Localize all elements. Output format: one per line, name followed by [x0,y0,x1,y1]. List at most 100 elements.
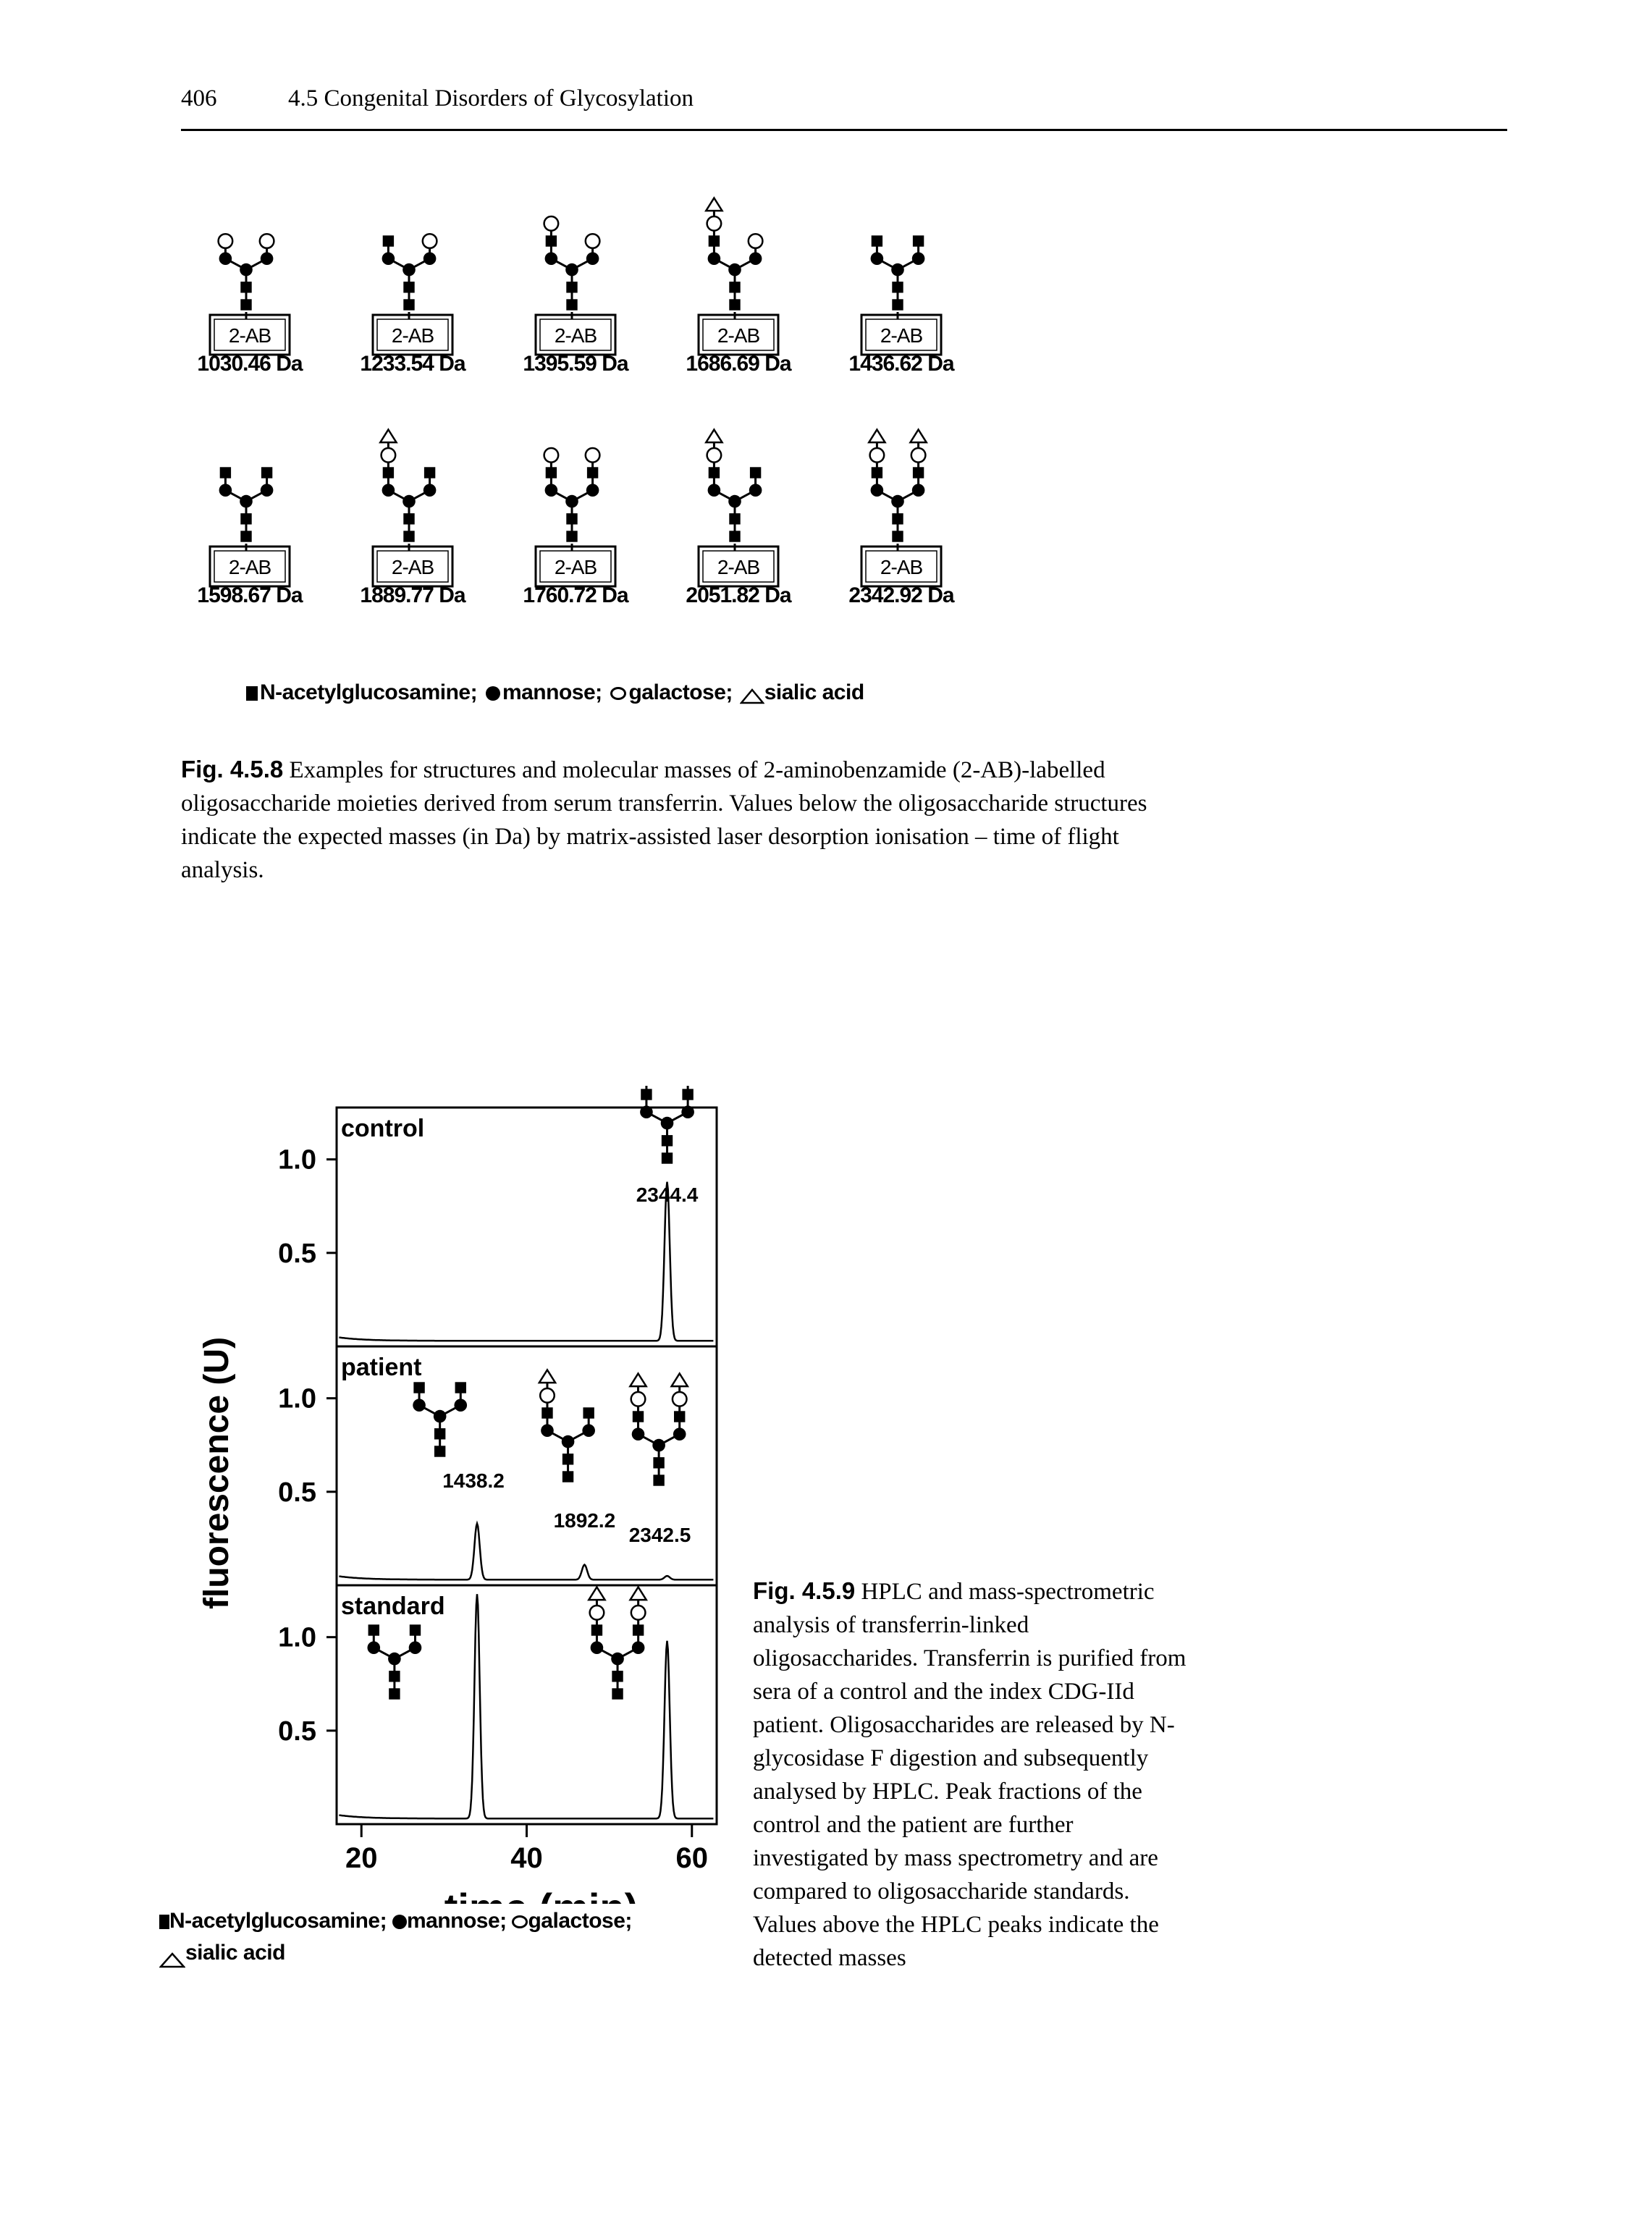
running-header: 406 4.5 Congenital Disorders of Glycosyl… [181,85,1507,131]
figure2-legend-line1: N-acetylglucosamine; mannose; galactose; [159,1905,632,1937]
label-box-inner [214,550,286,583]
glcnac-square [240,282,252,293]
glcnac-square [708,467,720,478]
label-box-inner [702,319,775,351]
mannose-dot [219,252,232,265]
glcnac-square [562,1454,574,1465]
label-box-inner [865,550,937,583]
mass-label: 1233.54 Da [360,352,465,376]
glcnac-square [632,1411,644,1422]
mannose-dot [433,1409,447,1423]
sialic-triangle [704,196,724,212]
mannose-dot [403,494,416,508]
sialic-triangle [909,428,928,444]
glcnac-square [261,467,273,478]
mannose-dot [260,252,274,265]
glcnac-square [368,1624,379,1636]
x-axis-label: time (min) [444,1885,639,1904]
glcnac-square [749,467,762,478]
patient-monosialylated-glycan-icon [537,1368,595,1482]
figure1-caption-label: Fig. 4.5.8 [181,756,284,783]
peak-label: 1438.2 [442,1469,505,1492]
glycan-galactose-one-glcnac: 2-AB [371,232,454,356]
mannose-dot [891,263,904,277]
panel-frame [335,1106,718,1348]
legend2-glcnac: N-acetylglucosamine; [169,1909,387,1933]
galactose-ring [706,215,722,232]
glcnac-square [892,299,903,311]
glcnac-square-icon [159,1915,169,1930]
mass-label: 2051.82 Da [686,583,791,607]
glcnac-square [240,531,252,542]
y-tick-label: 1.0 [278,1623,316,1653]
glcnac-square [729,299,741,311]
glcnac-square [641,1089,652,1100]
glycan-galactose-biantennary: 2-AB [208,467,291,588]
label-box-inner [376,550,449,583]
label-box-inner [539,550,612,583]
galactose-ring [217,232,234,250]
mass-label: 1889.77 Da [360,583,465,607]
sialic-triangle [670,1372,690,1388]
glcnac-square [562,1471,574,1482]
galactose-circle-icon [610,687,627,701]
section-title: 4.5 Congenital Disorders of Glycosylatio… [288,85,694,111]
glcnac-square [566,513,578,525]
glycan-sialylated-galactose: 2-AB [697,196,780,356]
legend-mannose: mannose; [502,680,602,704]
mannose-dot [388,1652,401,1666]
label-box [697,313,780,356]
panel-frame [335,1584,718,1826]
glcnac-square [729,513,741,525]
mass-label: 2342.92 Da [848,583,954,607]
mannose-dot [749,252,762,265]
legend-galactose: galactose; [628,680,733,704]
glcnac-square [871,467,883,478]
glcnac-square [240,513,252,525]
mannose-dot [240,494,253,508]
mannose-dot [565,494,578,508]
glcnac-square [912,235,924,247]
glcnac-square [892,531,903,542]
galactose-circle-icon [512,1915,528,1929]
peak-label: 2342.5 [629,1524,691,1546]
glcnac-square [653,1457,665,1469]
sialic-triangle-icon [159,1946,186,1968]
mannose-dot [728,494,741,508]
glcnac-square [661,1135,673,1147]
glcnac-square [389,1688,400,1700]
label-box [534,313,617,356]
label-box [371,545,454,588]
galactose-ring [539,1387,556,1404]
galactose-ring [584,447,601,463]
control-disialylated-glycan-icon [636,1050,698,1164]
galactose-ring [630,1604,646,1621]
glcnac-square [566,299,578,311]
mass-label: 1395.59 Da [523,352,628,376]
label-box-inner [539,319,612,351]
glcnac-square [661,1152,673,1164]
label-2ab: 2-AB [555,324,597,347]
label-2ab: 2-AB [229,556,271,578]
glcnac-square [219,467,232,478]
glcnac-square [382,467,395,478]
mannose-dot [586,252,599,265]
mannose-dot [681,1105,694,1118]
label-2ab: 2-AB [555,556,597,578]
glcnac-square [403,299,415,311]
mannose-dot [911,252,925,265]
mannose-dot [707,252,721,265]
glcnac-square [586,467,599,478]
figure1-caption-text: Examples for structures and molecular ma… [181,757,1147,883]
sialic-triangle [628,1585,648,1601]
y-tick-label: 0.5 [278,1477,316,1508]
glcnac-square [729,531,741,542]
glycan-digalactosylated: 2-AB [534,447,617,588]
x-tick-label: 20 [345,1842,378,1874]
glcnac-square [409,1624,421,1636]
mannose-circle-icon [485,686,500,701]
glycan-sialic-galactose-biantennary: 2-AB [371,428,454,588]
